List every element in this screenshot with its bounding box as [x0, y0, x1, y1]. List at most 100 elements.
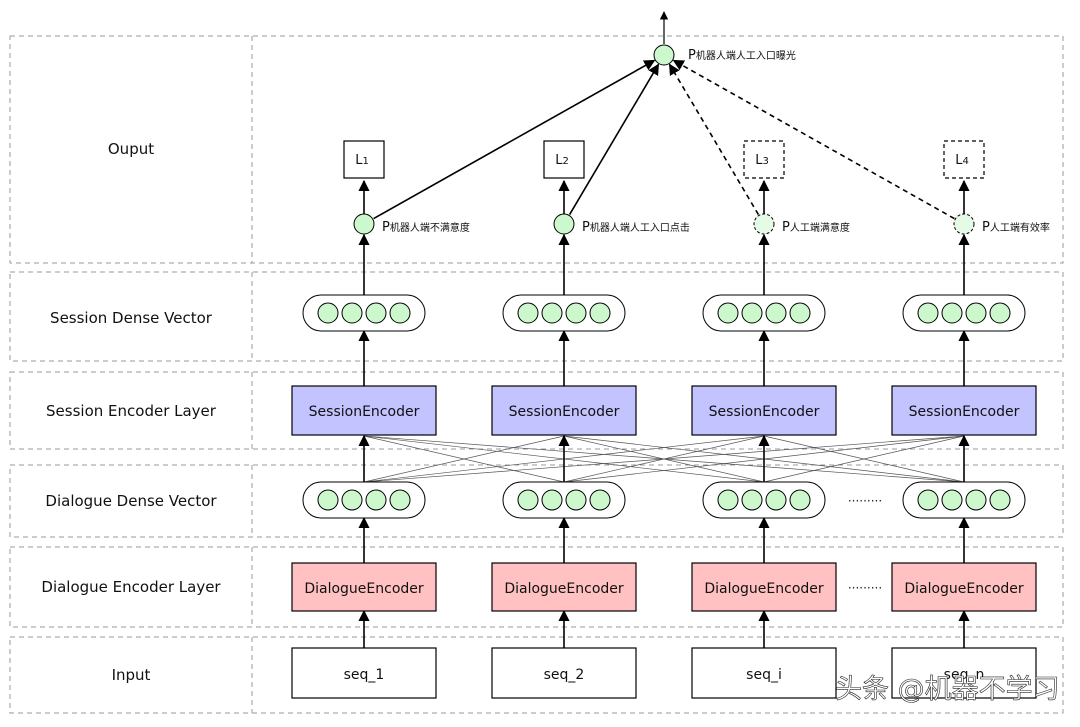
dialogue-dense-vector-4-unit-1 [917, 489, 939, 511]
top-output-node [653, 44, 675, 66]
dialogue-dense-vector-4-unit-3 [965, 489, 987, 511]
session-dense-vector-2-unit-4 [589, 302, 611, 324]
dialogue-dense-vector-4-unit-4 [989, 489, 1011, 511]
dialogue-dense-vector-1-unit-3 [365, 489, 387, 511]
dialogue-encoder-label-4: DialogueEncoder [904, 581, 1024, 597]
loss-index-1: 1 [362, 156, 368, 167]
band-sdv [9, 271, 1064, 362]
loss-label-3: L3 [755, 153, 769, 168]
probability-node-3 [753, 213, 775, 235]
session-dense-vector-3-unit-3 [765, 302, 787, 324]
input-box-2 [491, 647, 637, 699]
cross-line-4-to-1 [363, 435, 965, 483]
input-label-1: seq_1 [344, 667, 385, 683]
probability-node-1 [353, 213, 375, 235]
dialogue-dense-vector-3-unit-2 [741, 489, 763, 511]
probability-node-2 [553, 213, 575, 235]
dialogue-dense-vector-2-unit-3 [565, 489, 587, 511]
probability-prefix-4: P [982, 220, 990, 235]
dialogue-dense-vector-3-unit-1 [717, 489, 739, 511]
probability-label-1: P机器人端不满意度 [382, 220, 470, 235]
layer-label-sdv: Session Dense Vector [50, 309, 213, 327]
session-dense-vector-2-unit-3 [565, 302, 587, 324]
session-encoder-label-2: SessionEncoder [509, 404, 620, 420]
input-label-4: seq_n [944, 667, 985, 683]
top-output-label: P机器人端人工入口曝光 [688, 48, 796, 63]
arrow-probability-to-top-output-1 [373, 59, 656, 220]
loss-letter-2: L [555, 153, 563, 168]
probability-node-4 [953, 213, 975, 235]
dialogue-dense-vector-2-unit-2 [541, 489, 563, 511]
dialogue-dense-vector-2-unit-4 [589, 489, 611, 511]
session-encoder-label-1: SessionEncoder [309, 404, 420, 420]
dialogue-dense-vector-3-unit-3 [765, 489, 787, 511]
session-dense-vector-1 [302, 294, 426, 332]
dialogue-dense-vector-1 [302, 481, 426, 519]
session-dense-vector-2-unit-2 [541, 302, 563, 324]
session-dense-vector-4-unit-1 [917, 302, 939, 324]
dialogue-dense-vector-3-unit-4 [789, 489, 811, 511]
loss-box-2 [543, 140, 585, 179]
probability-prefix-1: P [382, 220, 390, 235]
probability-sub-4: 人工端有效率 [990, 221, 1050, 234]
session-dense-vector-1-unit-3 [365, 302, 387, 324]
session-dense-vector-2 [502, 294, 626, 332]
dialogue-encoder-3 [691, 562, 837, 612]
column-3: seq_iDialogueEncoderSessionEncoderP人工端满意… [668, 63, 850, 699]
layer-labels: Ouput Session Dense Vector Session Encod… [41, 140, 221, 684]
loss-letter-3: L [755, 153, 763, 168]
loss-box-4 [943, 140, 985, 179]
dialogue-dense-vector-3 [702, 481, 826, 519]
cross-line-4-to-3 [763, 435, 965, 483]
session-dense-vector-3-unit-1 [717, 302, 739, 324]
ellipsis-ddv: ········· [848, 494, 882, 508]
session-encoder-label-3: SessionEncoder [709, 404, 820, 420]
layer-label-del: Dialogue Encoder Layer [41, 578, 221, 596]
session-dense-vector-2-unit-1 [517, 302, 539, 324]
session-dense-vector-1-unit-4 [389, 302, 411, 324]
input-box-1 [291, 647, 437, 699]
loss-box-3 [743, 140, 785, 179]
loss-box-1 [343, 140, 385, 179]
input-box-3 [691, 647, 837, 699]
arrow-probability-to-top-output-2 [568, 63, 660, 215]
column-4: seq_nDialogueEncoderSessionEncoderP人工端有效… [672, 59, 1050, 699]
dialogue-encoder-2 [491, 562, 637, 612]
loss-label-2: L2 [555, 153, 569, 168]
dialogue-dense-vector-1-unit-2 [341, 489, 363, 511]
column-2: seq_2DialogueEncoderSessionEncoderP机器人端人… [491, 63, 690, 699]
session-dense-vector-4-unit-4 [989, 302, 1011, 324]
probability-sub-2: 机器人端人工入口点击 [590, 221, 690, 234]
loss-label-1: L1 [355, 153, 369, 168]
dialogue-dense-vector-1-unit-4 [389, 489, 411, 511]
session-dense-vector-3-unit-4 [789, 302, 811, 324]
loss-index-4: 4 [962, 156, 968, 167]
probability-prefix-2: P [582, 220, 590, 235]
top-output: P机器人端人工入口曝光 [653, 11, 796, 66]
band-ddv [9, 464, 1064, 538]
session-dense-vector-3-unit-2 [741, 302, 763, 324]
band-output [9, 35, 1064, 264]
cross-connections [363, 435, 965, 483]
layer-label-sel: Session Encoder Layer [46, 402, 217, 420]
probability-sub-3: 人工端满意度 [790, 221, 850, 234]
top-output-sub: 机器人端人工入口曝光 [696, 49, 796, 62]
probability-prefix-3: P [782, 220, 790, 235]
columns: seq_1 DialogueEncoder SessionEncoder P机器人端不… [291, 59, 1050, 699]
session-dense-vector-4 [902, 294, 1026, 332]
session-encoder-2 [491, 385, 637, 436]
session-dense-vector-1-unit-1 [317, 302, 339, 324]
dialogue-encoder-label-2: DialogueEncoder [504, 581, 624, 597]
input-label-3: seq_i [746, 667, 782, 683]
watermark: 头条 @机器不学习 [835, 674, 1060, 705]
probability-label-3: P人工端满意度 [782, 220, 850, 235]
loss-letter-1: L [355, 153, 363, 168]
ellipsis-del: ········· [848, 581, 882, 595]
session-encoder-1 [291, 385, 437, 436]
session-encoder-label-4: SessionEncoder [909, 404, 1020, 420]
top-output-prefix: P [688, 48, 696, 63]
arrow-probability-to-top-output-3 [668, 63, 760, 215]
session-encoder-4 [891, 385, 1037, 436]
